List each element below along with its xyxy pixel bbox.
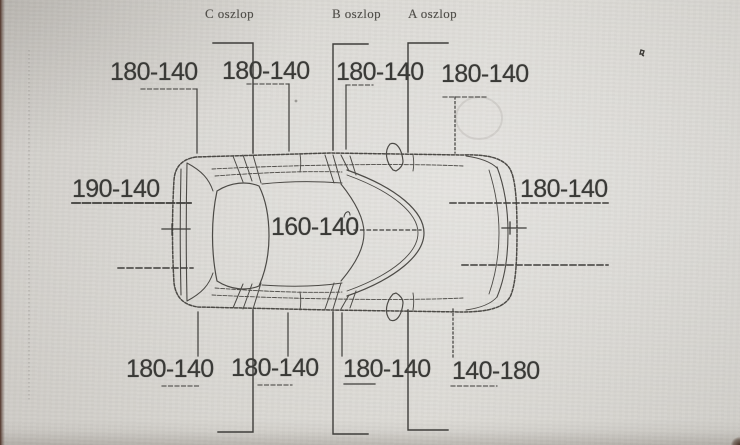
pillar-hatch-bottom <box>232 282 357 310</box>
roof-edges <box>261 181 343 287</box>
right-tick-cross <box>501 221 527 235</box>
label-b-pillar: B oszlop <box>332 6 382 21</box>
paper-corner-shadow <box>730 436 740 445</box>
rear-bumper-line-2 <box>185 162 188 302</box>
car-sketch <box>171 142 518 322</box>
measurement-right-front: 180-140 <box>520 175 608 203</box>
left-tick-cross <box>161 223 191 236</box>
ink-speck <box>294 99 298 103</box>
measurement-top-2: 180-140 <box>222 57 310 85</box>
center-curl-mark <box>343 211 351 218</box>
label-c-pillar: C oszlop <box>205 6 255 21</box>
side-mirror-top <box>385 142 404 172</box>
annotation-lines <box>71 42 609 435</box>
front-bumper-arc <box>496 166 509 298</box>
car-body-outline <box>171 152 518 313</box>
pillar-hatch-top <box>232 154 357 184</box>
measurement-top-4: 180-140 <box>441 60 529 88</box>
front-fender-seams <box>465 155 498 311</box>
measurement-bottom-2: 180-140 <box>231 354 319 382</box>
measurement-center-roof: 160-140 <box>271 213 359 241</box>
measurement-left-rear: 190-140 <box>72 175 160 203</box>
measurement-bottom-1: 180-140 <box>126 355 214 383</box>
side-mirror-bottom <box>385 292 404 322</box>
door-seams <box>299 153 415 311</box>
a-pillar-bracket <box>407 42 449 431</box>
ink-scribble <box>639 49 645 57</box>
b-pillar-bracket <box>332 43 369 435</box>
measurement-top-3: 180-140 <box>336 58 424 86</box>
c-pillar-bracket <box>212 42 254 433</box>
ghost-mark <box>455 96 503 140</box>
windshield-front-edge-2 <box>346 174 419 292</box>
rear-window <box>211 182 270 290</box>
trunk-corner-seams <box>186 162 214 302</box>
rear-bumper-line <box>179 168 182 296</box>
measurement-top-1: 180-140 <box>110 58 198 86</box>
side-sill-lines <box>211 164 464 300</box>
windshield-top-edge <box>340 183 365 282</box>
hood-front-edge <box>488 169 500 295</box>
paper-left-edge <box>0 0 5 445</box>
windshield-front-edge <box>346 169 425 297</box>
label-a-pillar: A oszlop <box>408 6 458 21</box>
measurement-bottom-4: 140-180 <box>452 357 540 385</box>
measurement-bottom-3: 180-140 <box>343 355 431 383</box>
